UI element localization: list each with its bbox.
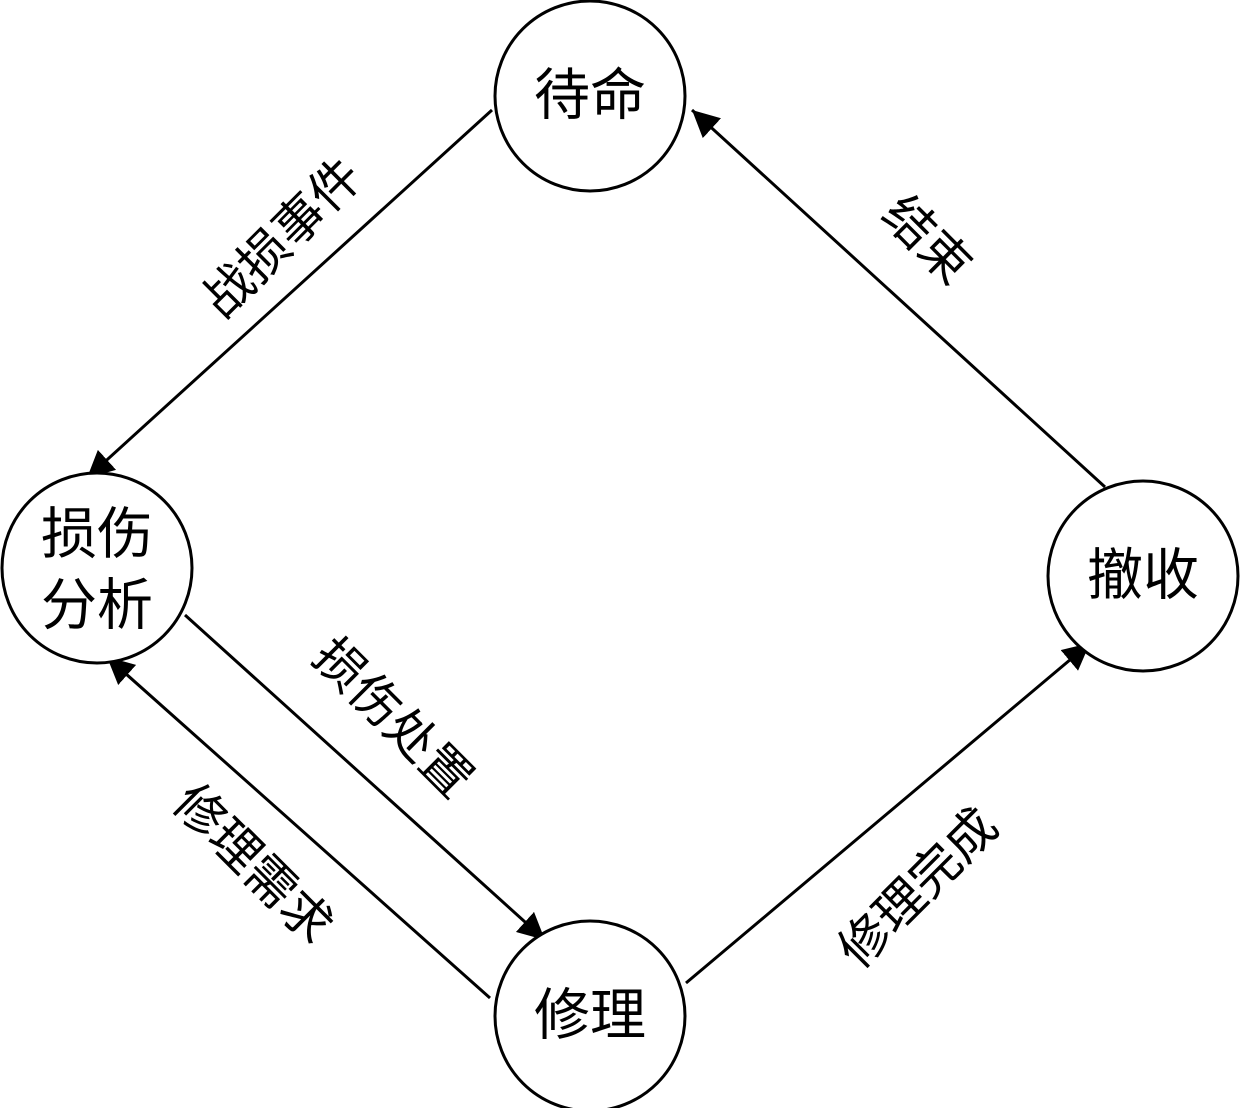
edge-repair-demand <box>106 655 491 1000</box>
edge-label-end: 结束 <box>871 184 983 296</box>
node-standby-label: 待命 <box>534 64 646 129</box>
edge-repair-complete <box>685 641 1091 985</box>
node-withdraw-label: 撤收 <box>1087 544 1199 609</box>
node-damage-analysis: 损伤 分析 <box>0 471 194 665</box>
node-repair-label: 修理 <box>534 984 646 1049</box>
edge-damage-disposal <box>183 613 547 942</box>
edge-label-damage-disposal: 损伤处置 <box>302 627 484 809</box>
node-standby: 待命 <box>493 0 687 193</box>
edge-battle-damage-event <box>85 108 494 480</box>
edge-end <box>690 108 1107 489</box>
edge-label-repair-demand: 修理需求 <box>162 773 344 955</box>
edge-label-repair-complete: 修理完成 <box>827 797 1009 979</box>
node-damage-analysis-label-line2: 分析 <box>41 574 153 639</box>
node-withdraw: 撤收 <box>1046 479 1240 673</box>
node-damage-analysis-label-line1: 损伤 <box>41 503 153 568</box>
node-repair: 修理 <box>493 919 687 1108</box>
